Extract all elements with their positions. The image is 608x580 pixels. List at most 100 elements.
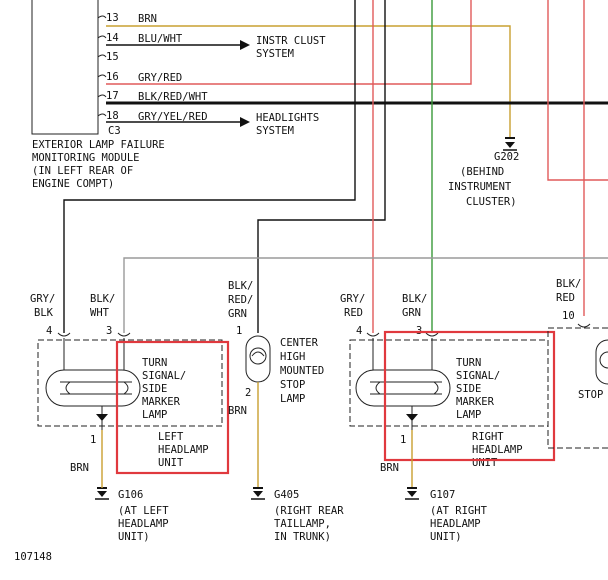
right-pin1: 1 bbox=[400, 434, 406, 446]
left-unit-outline bbox=[37, 339, 223, 427]
right-unit-label-1: RIGHT bbox=[472, 431, 504, 443]
left-headlamp-unit: GRY/ BLK BLK/ WHT 4 3 TURN SIGNAL/ SIDE … bbox=[30, 293, 230, 475]
left-lamp-bulb-icon bbox=[45, 369, 141, 407]
center-wire-label-3: GRN bbox=[228, 308, 247, 320]
wire-far-right-red bbox=[547, 0, 608, 181]
right-lamp-bulb-icon bbox=[355, 369, 451, 407]
g405-line3: TAILLAMP, bbox=[274, 518, 331, 530]
left-connector-pins bbox=[57, 332, 131, 337]
left-highlight-box bbox=[115, 340, 230, 475]
arrow-headlights-icon bbox=[240, 117, 250, 127]
g107-line2: (AT RIGHT bbox=[430, 505, 488, 517]
right-wire1-label: BRN bbox=[380, 462, 399, 474]
center-wire-label-1: BLK/ bbox=[228, 280, 253, 292]
far-right-stop-lamp: BLK/ RED 10 STOP bbox=[547, 278, 608, 449]
pin-15: 15 bbox=[106, 51, 119, 63]
right-lamp-label-1: TURN bbox=[456, 357, 481, 369]
g106-line3: HEADLAMP bbox=[118, 518, 169, 530]
wire-label-blu-wht: BLU/WHT bbox=[138, 33, 183, 45]
right-unit-outline bbox=[349, 339, 549, 427]
module-pin-stubs bbox=[97, 15, 107, 117]
left-lamp-label-1: TURN bbox=[142, 357, 167, 369]
wire-label-gry-yel-red: GRY/YEL/RED bbox=[138, 111, 208, 123]
right-wire3-label-2: GRN bbox=[402, 307, 421, 319]
right-wire3-label: BLK/ bbox=[402, 293, 427, 305]
center-pin1: 1 bbox=[236, 325, 242, 337]
right-wire4-label-2: RED bbox=[344, 307, 363, 319]
right-lamp-label-4: MARKER bbox=[456, 396, 495, 408]
left-lamp-label-4: MARKER bbox=[142, 396, 181, 408]
arrow-instr-clust-icon bbox=[240, 40, 250, 50]
center-name-5: LAMP bbox=[280, 393, 305, 405]
connector-c3: C3 bbox=[108, 125, 121, 137]
left-unit-label-3: UNIT bbox=[158, 457, 184, 469]
left-wire3-label: BLK/ bbox=[90, 293, 115, 305]
center-name-2: HIGH bbox=[280, 351, 305, 363]
wire-13-brn bbox=[106, 25, 511, 138]
right-highlight-box bbox=[383, 330, 556, 462]
g106-label: G106 bbox=[118, 489, 143, 501]
g202-label: G202 bbox=[494, 151, 519, 163]
pin-17: 17 bbox=[106, 90, 119, 102]
ground-g202-icon bbox=[503, 137, 517, 151]
pin-14: 14 bbox=[106, 32, 119, 44]
instr-clust-label: INSTR CLUST bbox=[256, 35, 326, 47]
left-wire4-label-2: BLK bbox=[34, 307, 54, 319]
center-name-3: MOUNTED bbox=[280, 365, 324, 377]
right-lamp-label-3: SIDE bbox=[456, 383, 481, 395]
ground-g405-icon bbox=[251, 487, 265, 500]
center-lamp-bulb-icon bbox=[245, 335, 271, 383]
far-right-wire-label-1: BLK/ bbox=[556, 278, 581, 290]
right-wire4-label: GRY/ bbox=[340, 293, 365, 305]
g107-line4: UNIT) bbox=[430, 531, 462, 543]
headlights-label-2: SYSTEM bbox=[256, 125, 294, 137]
far-right-wire-label-2: RED bbox=[556, 292, 575, 304]
g107-line3: HEADLAMP bbox=[430, 518, 481, 530]
right-unit-label-2: HEADLAMP bbox=[472, 444, 523, 456]
headlights-label: HEADLIGHTS bbox=[256, 112, 319, 124]
right-unit-label-3: UNIT bbox=[472, 457, 498, 469]
g405-label: G405 bbox=[274, 489, 299, 501]
g405-line2: (RIGHT REAR bbox=[274, 505, 344, 517]
wire-left-pin4 bbox=[63, 0, 356, 333]
wire-gray-bus bbox=[123, 257, 608, 333]
left-pin3: 3 bbox=[106, 325, 112, 337]
left-wire1-label: BRN bbox=[70, 462, 89, 474]
right-lamp-label-5: LAMP bbox=[456, 409, 481, 421]
left-wire3-label-2: WHT bbox=[90, 307, 110, 319]
right-lamp-label-2: SIGNAL/ bbox=[456, 370, 500, 382]
ground-g106-icon bbox=[95, 487, 109, 500]
g202-line2: (BEHIND bbox=[460, 166, 504, 178]
g106-line2: (AT LEFT bbox=[118, 505, 169, 517]
wire-label-gry-red: GRY/RED bbox=[138, 72, 182, 84]
wire-16-gry-red-up bbox=[106, 0, 472, 85]
far-right-bulb-icon bbox=[595, 339, 608, 385]
pin-18: 18 bbox=[106, 110, 119, 122]
pin-16: 16 bbox=[106, 71, 119, 83]
g202-line4: CLUSTER) bbox=[466, 196, 517, 208]
module-name-1: EXTERIOR LAMP FAILURE bbox=[32, 139, 165, 151]
left-pin1: 1 bbox=[90, 434, 96, 446]
left-unit-label-1: LEFT bbox=[158, 431, 184, 443]
wire-center-stop bbox=[257, 0, 386, 333]
center-name-4: STOP bbox=[280, 379, 305, 391]
wire-label-blk-red-wht: BLK/RED/WHT bbox=[138, 91, 208, 103]
g107-label: G107 bbox=[430, 489, 455, 501]
left-lamp-label-2: SIGNAL/ bbox=[142, 370, 186, 382]
module-name-3: (IN LEFT REAR OF bbox=[32, 165, 133, 177]
center-pin2: 2 bbox=[245, 387, 251, 399]
far-right-lamp-label: STOP bbox=[578, 389, 603, 401]
center-name-1: CENTER bbox=[280, 337, 319, 349]
center-stop-lamp: BLK/ RED/ GRN 1 2 BRN CENTER HIGH MOUNTE… bbox=[228, 280, 324, 488]
right-pin4: 4 bbox=[356, 325, 362, 337]
far-right-pin: 10 bbox=[562, 310, 575, 322]
g202-line3: INSTRUMENT bbox=[448, 181, 512, 193]
ground-g107-icon bbox=[405, 487, 419, 500]
module-name-4: ENGINE COMPT) bbox=[32, 178, 114, 190]
left-unit-label-2: HEADLAMP bbox=[158, 444, 209, 456]
wire-label-brn: BRN bbox=[138, 13, 157, 25]
figure-id: 107148 bbox=[14, 551, 52, 563]
module-name-2: MONITORING MODULE bbox=[32, 152, 139, 164]
left-lamp-label-5: LAMP bbox=[142, 409, 167, 421]
